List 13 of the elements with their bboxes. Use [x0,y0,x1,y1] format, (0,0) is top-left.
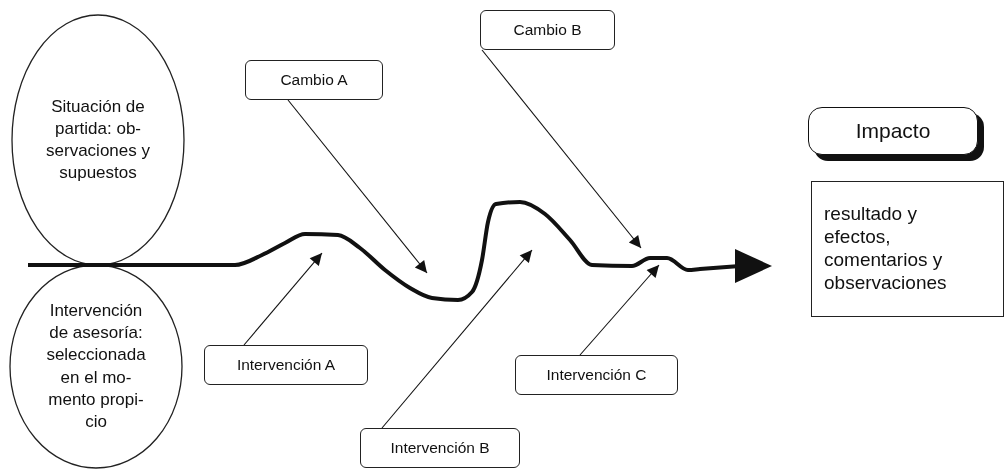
leader-arrow [579,264,660,356]
leader-arrow [381,249,533,429]
label-box: Cambio B [480,10,615,50]
leader-arrow [243,252,323,346]
text-box: resultado y efectos, comentarios y observaciones [811,181,1004,317]
label-box: Intervención B [360,428,520,468]
leader-arrow [481,49,642,249]
node-text: Situación de partida: ob- servaciones y supuestos [45,95,151,185]
leader-arrow [287,99,428,274]
label-box: Cambio A [245,60,383,100]
node-text: Intervención de asesoría: seleccionada en el mo- mento propi- cio [45,300,147,433]
label-box: Intervención A [204,345,368,385]
label-box: Intervención C [515,355,678,395]
